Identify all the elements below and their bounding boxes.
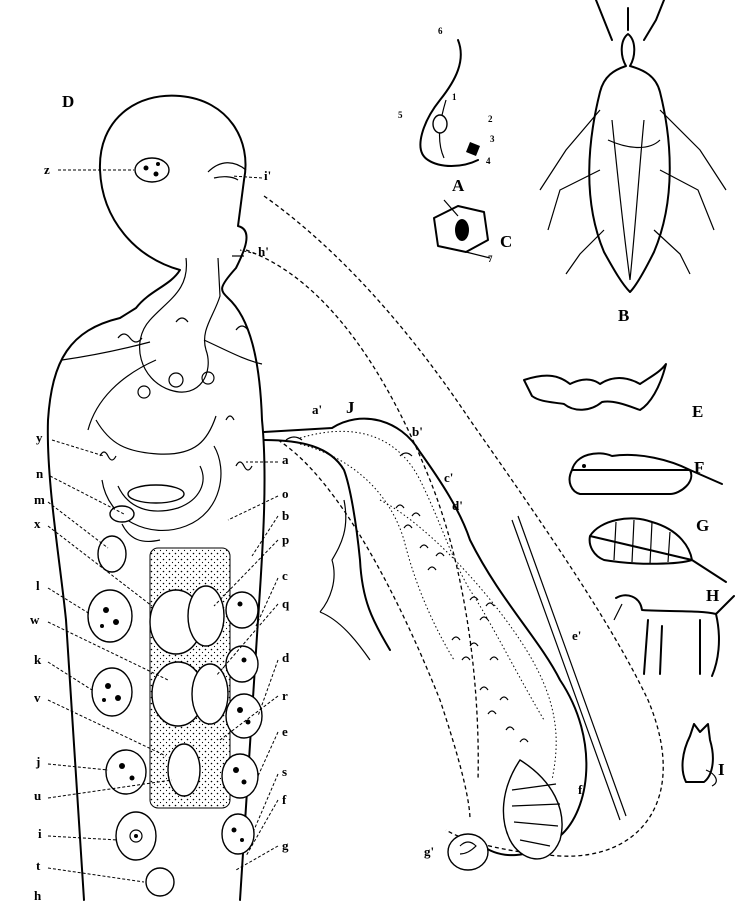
label-o: o	[282, 486, 289, 502]
label-d-prime: d'	[452, 498, 463, 514]
label-e-prime: e'	[572, 628, 581, 644]
eye-sketch	[434, 200, 490, 258]
label-c: c	[282, 568, 288, 584]
label-c-prime: c'	[444, 470, 453, 486]
trypomastigotes-in-blood	[100, 318, 252, 470]
panel-label-j: J	[346, 398, 355, 418]
label-u: u	[34, 788, 41, 804]
label-f-prime: f'	[578, 782, 586, 798]
label-q: q	[282, 596, 289, 612]
dog	[614, 595, 734, 676]
label-l: l	[36, 578, 40, 594]
label-w: w	[30, 612, 39, 628]
label-j: j	[36, 754, 40, 770]
label-b: b	[282, 508, 289, 524]
cat	[683, 724, 717, 786]
bug-number-2: 2	[488, 114, 493, 124]
label-f: f	[282, 792, 286, 808]
panel-label-g: G	[696, 516, 709, 536]
bug-head-sketch	[420, 40, 480, 166]
label-d: d	[282, 650, 289, 666]
panel-label-h: H	[706, 586, 719, 606]
bat	[524, 364, 666, 410]
label-g: g	[282, 838, 289, 854]
label-z: z	[44, 162, 50, 178]
brain-nest	[135, 158, 169, 182]
panel-label-b: B	[618, 306, 629, 326]
bug-number-7: 7	[488, 254, 493, 264]
label-t: t	[36, 858, 40, 874]
label-p: p	[282, 532, 289, 548]
path-mouth-to-bug	[246, 250, 478, 780]
label-v: v	[34, 690, 41, 706]
label-r: r	[282, 688, 288, 704]
label-b-prime: b'	[412, 424, 423, 440]
bug-number-3: 3	[490, 134, 495, 144]
label-x: x	[34, 516, 41, 532]
label-m: m	[34, 492, 45, 508]
label-i: i	[38, 826, 42, 842]
path-blood-to-bug	[278, 440, 470, 820]
label-y: y	[36, 430, 43, 446]
panel-label-d: D	[62, 92, 74, 112]
label-h: h	[34, 888, 41, 904]
panel-label-e: E	[692, 402, 703, 422]
label-g-prime: g'	[424, 844, 434, 860]
label-s: s	[282, 764, 287, 780]
label-i-prime: i'	[264, 168, 271, 184]
panel-label-f: F	[694, 458, 704, 478]
label-a-prime: a'	[312, 402, 322, 418]
epimastigotes-in-gut	[286, 437, 528, 742]
bug-number-4: 4	[486, 156, 491, 166]
label-n: n	[36, 466, 43, 482]
bug-number-6: 6	[438, 26, 443, 36]
panel-label-a: A	[452, 176, 464, 196]
panel-label-i: I	[718, 760, 725, 780]
bug-number-5: 5	[398, 110, 403, 120]
bug-number-1: 1	[452, 92, 457, 102]
panel-label-c: C	[500, 232, 512, 252]
heart-and-vessels	[62, 258, 262, 541]
label-k: k	[34, 652, 41, 668]
label-e: e	[282, 724, 288, 740]
reduviid-bug	[540, 0, 726, 292]
label-h-prime: h'	[258, 244, 269, 260]
label-a: a	[282, 452, 289, 468]
